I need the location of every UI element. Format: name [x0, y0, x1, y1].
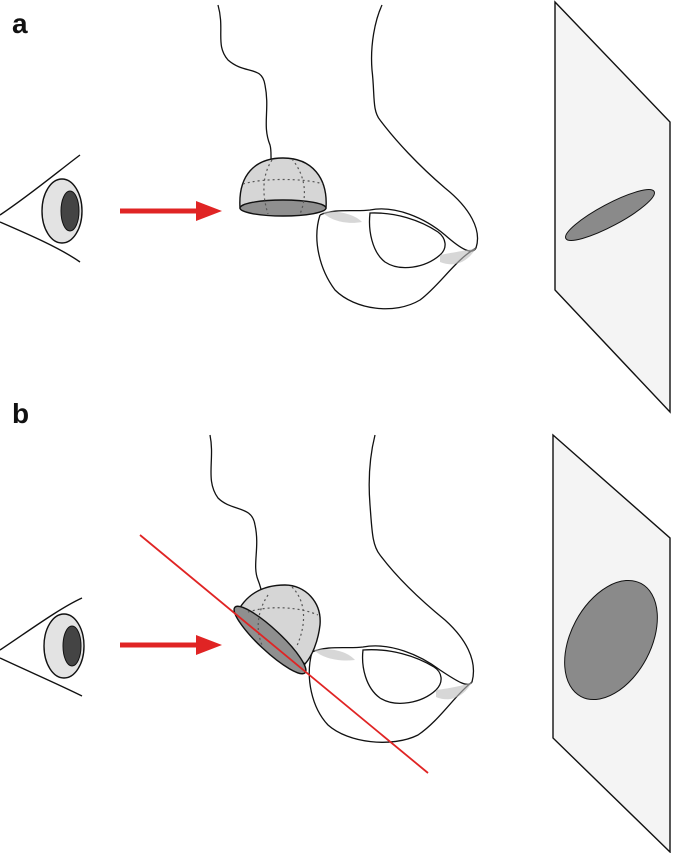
panel-a: a — [0, 0, 673, 420]
arrow-right-icon — [120, 201, 222, 221]
panel-b: b — [0, 400, 673, 853]
shadow-region — [314, 649, 355, 661]
pelvis-outline — [217, 4, 479, 310]
panel-label-a: a — [12, 8, 28, 39]
acetabular-cup — [233, 584, 321, 675]
projection-plane — [552, 433, 671, 853]
shadow-region — [436, 682, 472, 700]
cup-axis-line — [139, 534, 429, 774]
shadow-region — [440, 248, 476, 265]
panel-a-drawing — [0, 0, 671, 414]
eye-icon — [0, 154, 83, 263]
eye-icon — [0, 597, 85, 697]
pelvis-outline — [209, 434, 474, 743]
shadow-region — [322, 211, 362, 223]
panel-b-drawing — [0, 433, 671, 853]
projection-plane — [554, 0, 671, 414]
panel-label-b: b — [12, 398, 30, 429]
arrow-right-icon — [120, 635, 222, 655]
acetabular-cup — [239, 157, 327, 217]
